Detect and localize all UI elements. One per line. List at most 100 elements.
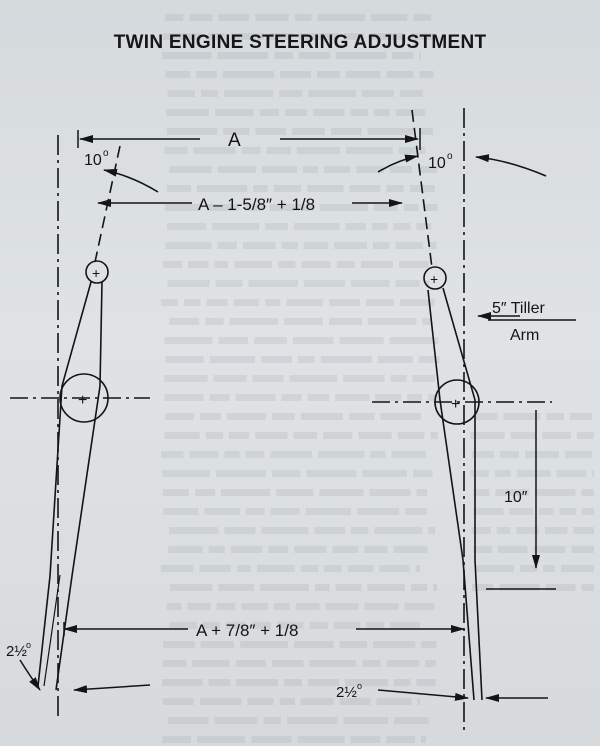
bleed-word (294, 546, 327, 553)
left-toe-degree: o (26, 640, 31, 650)
bleed-word (569, 413, 592, 420)
bleed-word (395, 242, 423, 249)
bleed-word (289, 375, 338, 382)
bleed-word (292, 128, 325, 135)
bleed-word (411, 33, 436, 40)
bleed-word (339, 337, 384, 344)
dimension-a-label: A (228, 130, 241, 151)
bleed-word (169, 584, 213, 591)
bleed-word (333, 622, 361, 629)
bleed-word (364, 603, 399, 610)
bleed-word (305, 508, 351, 515)
bleed-word (503, 413, 541, 420)
bleed-word (217, 242, 237, 249)
bleed-word (350, 109, 368, 116)
bleed-word (335, 584, 362, 591)
bleed-word (240, 641, 288, 648)
bleed-word (556, 470, 587, 477)
bleed-word (374, 527, 423, 534)
bleed-word (360, 261, 394, 268)
bleed-word (286, 717, 338, 724)
bleed-word (217, 52, 269, 59)
bleed-word (395, 109, 426, 116)
bleed-word (235, 394, 276, 401)
bleed-word (202, 622, 220, 629)
bleed-word (162, 660, 187, 667)
right-toe-label: 2½ (336, 684, 357, 701)
bleed-word (166, 603, 182, 610)
bleed-word (390, 622, 420, 629)
bleed-word (410, 584, 428, 591)
bleed-word (274, 52, 293, 59)
bleed-word (371, 14, 408, 21)
bleed-word (407, 394, 423, 401)
bleed-word (166, 185, 191, 192)
bleed-word (277, 622, 304, 629)
bleed-word (246, 508, 265, 515)
bleed-word (230, 33, 264, 40)
bleed-word (208, 546, 225, 553)
right-angle-arrow (475, 154, 547, 177)
bleed-word (339, 641, 368, 648)
bleed-word (370, 451, 386, 458)
bleed-word (413, 14, 432, 21)
bleed-word (509, 508, 533, 515)
bleed-word (168, 546, 203, 553)
bleed-word (317, 71, 340, 78)
bleed-word (377, 356, 413, 363)
bleed-word (373, 204, 398, 211)
bleed-word (167, 223, 207, 230)
bleed-word (279, 698, 295, 705)
bleed-word (364, 546, 388, 553)
bleed-word (281, 394, 302, 401)
bleed-word (212, 223, 260, 230)
bleed-word (160, 565, 194, 572)
bleed-word (236, 679, 278, 686)
left-upper-pivot (85, 260, 109, 284)
bleed-word (319, 489, 364, 496)
bleed-word (257, 565, 295, 572)
left-lower-plus: + (78, 392, 87, 409)
right-arm-outline-inner (442, 287, 483, 701)
left-steering-arm (10, 135, 159, 718)
bleed-word (425, 280, 429, 287)
bleed-word (500, 451, 519, 458)
bleed-word (200, 641, 235, 648)
bleed-word (581, 584, 594, 591)
bleed-word (271, 413, 295, 420)
bleed-word (345, 679, 388, 686)
bleed-word (428, 242, 437, 249)
bleed-word (386, 71, 414, 78)
bleed-word (399, 261, 429, 268)
bleed-word (221, 489, 270, 496)
bleed-word (216, 603, 236, 610)
bleed-word (395, 280, 420, 287)
bleed-word (255, 14, 289, 21)
bleed-word (218, 584, 255, 591)
bleed-word (165, 71, 191, 78)
bleed-word (195, 489, 216, 496)
tiller-label-line2: Arm (510, 327, 539, 344)
bleed-word (415, 565, 420, 572)
bleed-word (280, 71, 311, 78)
bleed-word (308, 90, 356, 97)
bleed-word (193, 147, 236, 154)
bleed-word (386, 185, 404, 192)
bleed-word (571, 546, 594, 553)
bleed-word (375, 394, 402, 401)
bleed-word (516, 527, 539, 534)
bleed-word (313, 109, 345, 116)
bleed-word (345, 223, 366, 230)
bleed-word (273, 603, 290, 610)
bleed-word (278, 261, 296, 268)
bleed-word (269, 204, 314, 211)
bleed-word (349, 185, 381, 192)
right-upper-plus: + (430, 271, 438, 287)
bleed-word (345, 71, 381, 78)
bleed-word (422, 318, 431, 325)
bleed-word (348, 413, 375, 420)
right-angle-label: 10 (428, 155, 446, 172)
bleed-word (592, 470, 594, 477)
bleed-word (306, 470, 357, 477)
